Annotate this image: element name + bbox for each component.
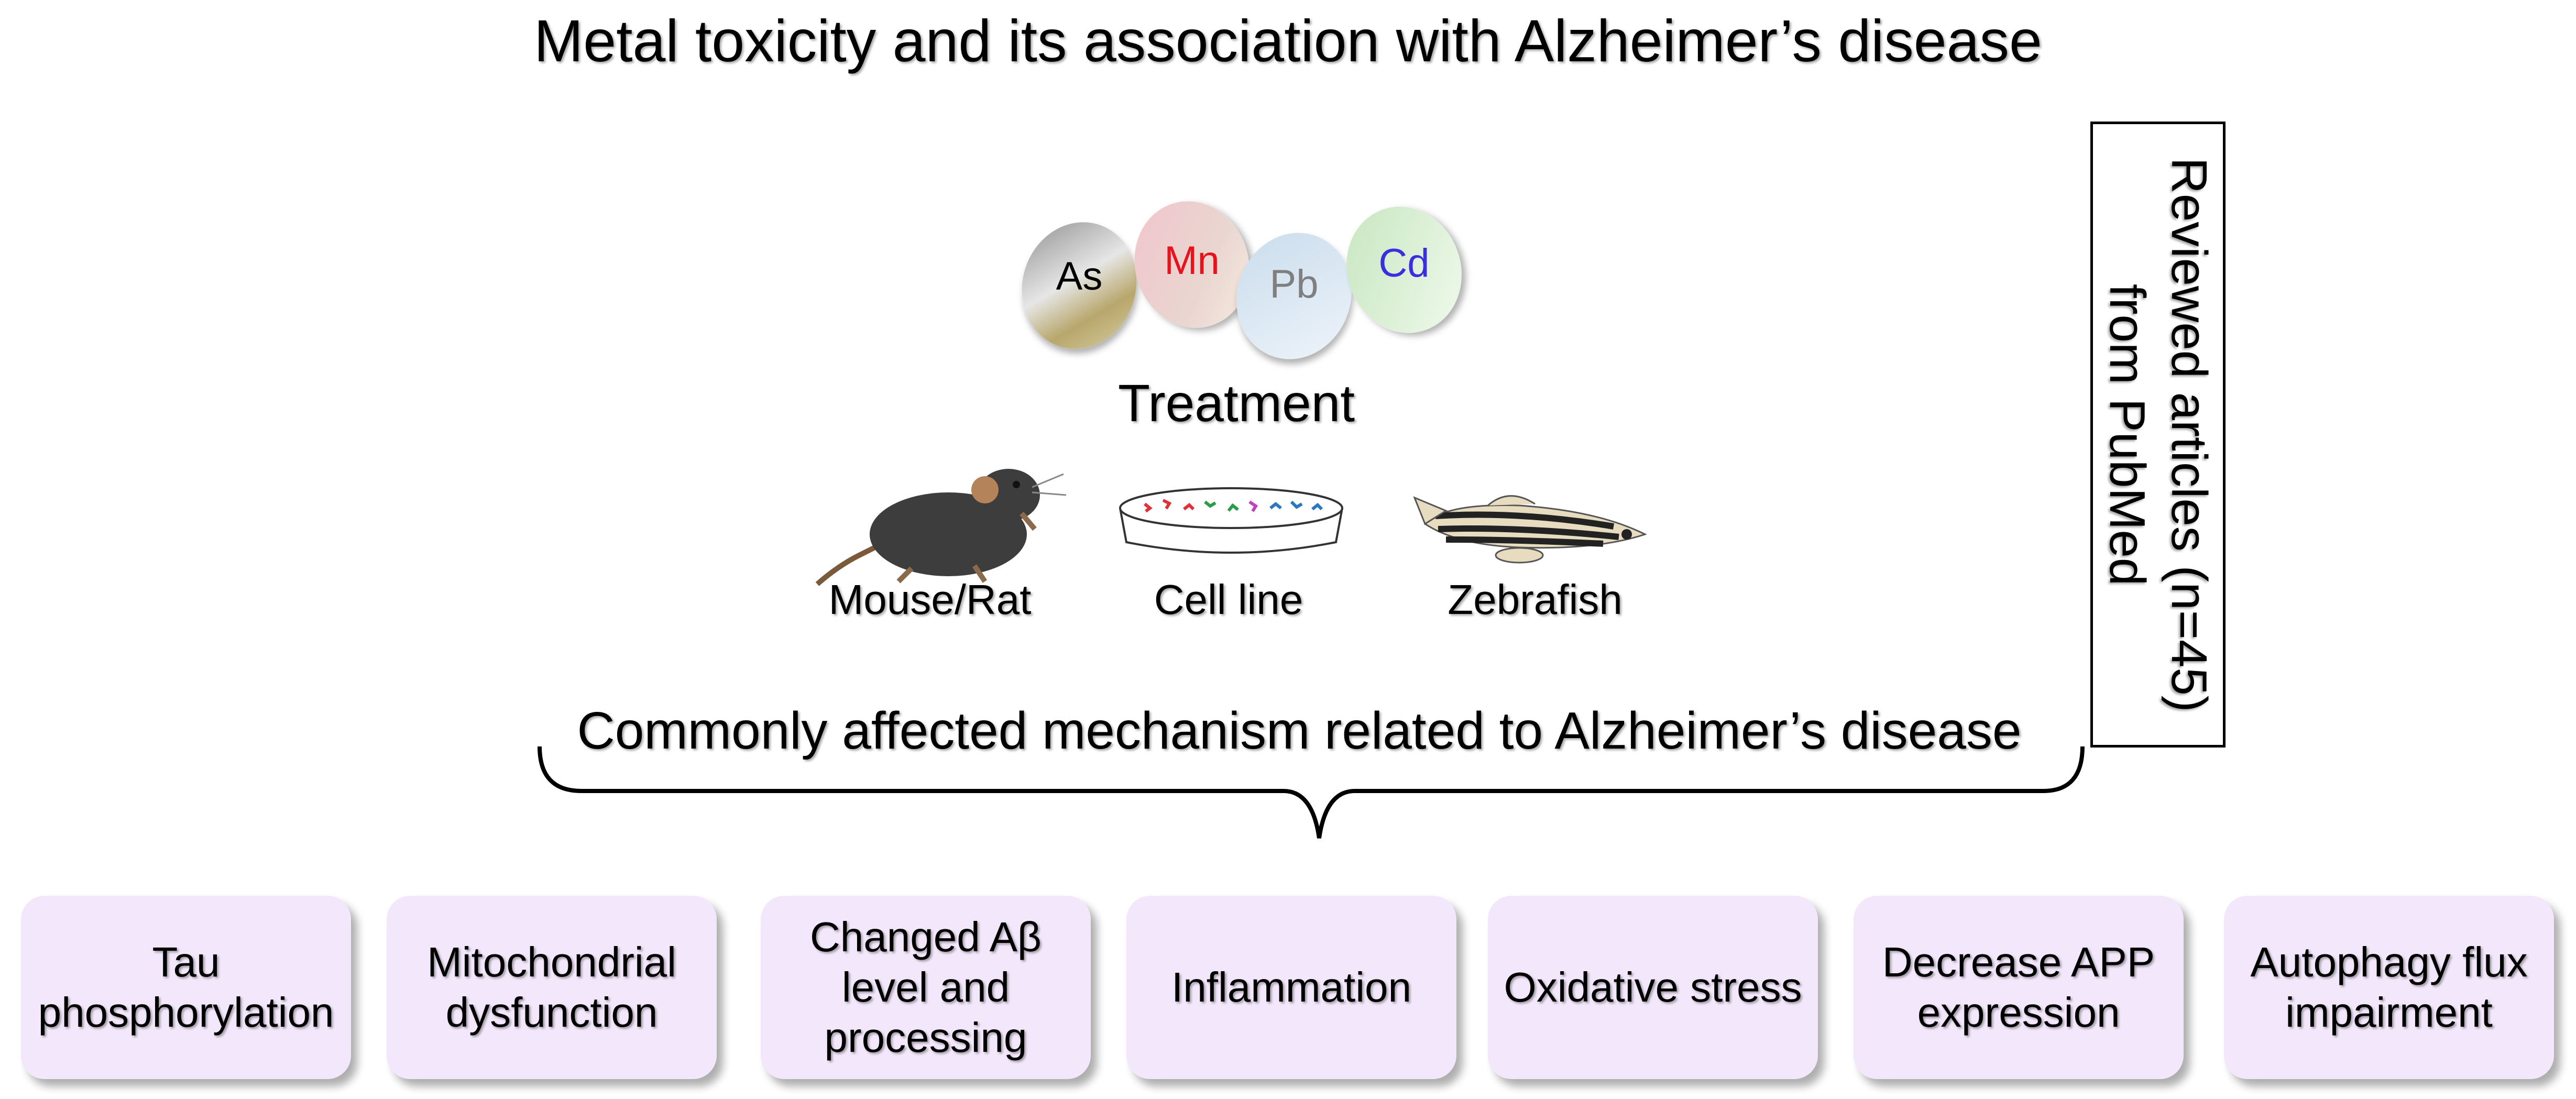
treatment-label: Treatment <box>1117 374 1355 433</box>
metal-sphere-mn <box>1134 201 1249 328</box>
metal-spheres <box>1022 201 1462 359</box>
metal-sphere-pb <box>1236 233 1352 359</box>
metal-label-as: As <box>1056 254 1103 299</box>
grouping-brace <box>538 746 2085 839</box>
mechanism-card-inflammation: Inflammation <box>1126 896 1456 1079</box>
source-box: Reviewed articles (n=45) from PubMed <box>2090 122 2226 748</box>
model-label-mouse: Mouse/Rat <box>828 576 1032 623</box>
metal-label-pb: Pb <box>1269 262 1319 306</box>
mouse-icon <box>815 469 1067 586</box>
mechanism-heading: Commonly affected mechanism related to A… <box>577 701 2022 760</box>
mechanism-text: Inflammation <box>1171 964 1411 1010</box>
zebrafish-icon <box>1413 495 1647 564</box>
metal-sphere-cd <box>1346 206 1462 333</box>
model-label-zebrafish: Zebrafish <box>1448 576 1623 623</box>
page-title: Metal toxicity and its association with … <box>534 8 2042 74</box>
source-box-line2: from PubMed <box>2099 283 2155 586</box>
source-box-line1: Reviewed articles (n=45) <box>2161 157 2217 712</box>
metal-label-mn: Mn <box>1164 238 1220 283</box>
metal-label-cd: Cd <box>1378 241 1430 285</box>
petri-dish-icon <box>1119 487 1343 554</box>
metal-sphere-as <box>1022 222 1137 349</box>
mechanism-text: Oxidative stress <box>1504 964 1802 1010</box>
mechanism-card-oxidative-stress: Oxidative stress <box>1488 896 1818 1079</box>
model-label-cell-line: Cell line <box>1154 576 1303 623</box>
source-box-text: Reviewed articles (n=45) from PubMed <box>2096 147 2220 723</box>
